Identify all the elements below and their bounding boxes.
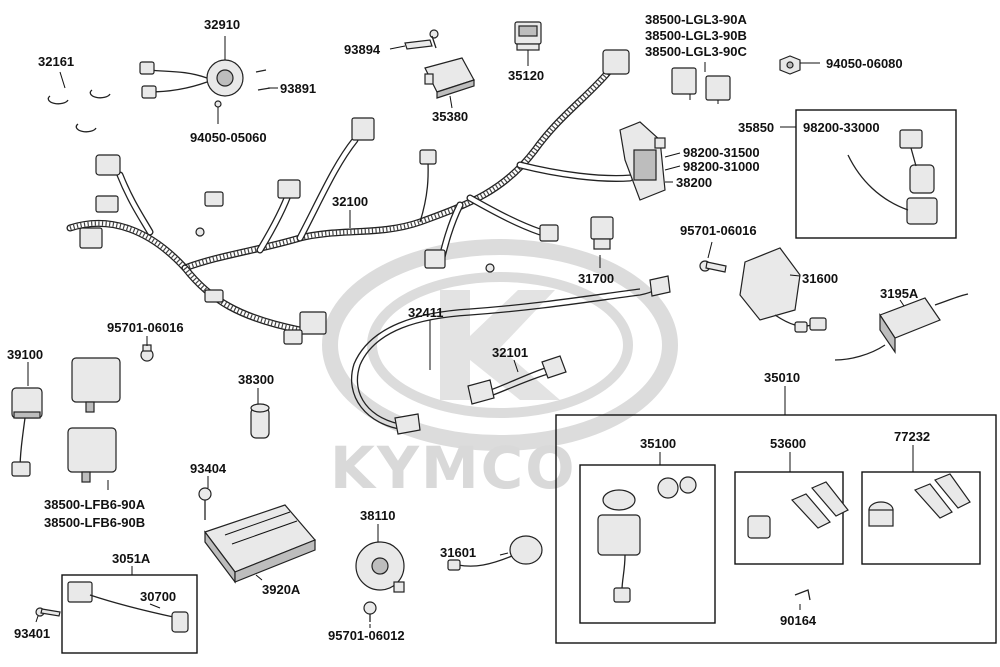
label-93401: 93401 — [14, 626, 50, 641]
regulator-31600 — [739, 247, 827, 333]
ignition-coil-32910 — [139, 59, 244, 99]
bolt-95701-06016-left — [140, 344, 154, 362]
label-94050-06080: 94050-06080 — [826, 56, 903, 71]
watermark-brand: KYMCO — [330, 434, 577, 502]
label-3195a: 3195A — [880, 286, 919, 301]
kymco-watermark: KYMCO — [322, 239, 678, 502]
label-30700: 30700 — [140, 589, 176, 604]
fuse-box-38200 — [619, 121, 666, 201]
battery-cable-32411 — [350, 275, 671, 435]
label-32910: 32910 — [204, 17, 240, 32]
label-3920a: 3920A — [262, 582, 301, 597]
harness-3051a-box — [61, 574, 198, 654]
relay-35380 — [424, 57, 475, 99]
label-95701-06016-right: 95701-06016 — [680, 223, 757, 238]
sensor-38300 — [250, 403, 270, 439]
label-38500-lfb6-90a: 38500-LFB6-90A — [44, 497, 146, 512]
label-31600: 31600 — [802, 271, 838, 286]
pin-90164 — [794, 589, 811, 601]
label-35100: 35100 — [640, 436, 676, 451]
label-90164: 90164 — [780, 613, 817, 628]
bolt-95701-06016-right — [699, 260, 727, 273]
label-95701-06012: 95701-06012 — [328, 628, 405, 643]
label-35120: 35120 — [508, 68, 544, 83]
starter-relay-box-35850 — [795, 109, 957, 239]
nut-94050-06080 — [779, 55, 801, 75]
label-38200: 38200 — [676, 175, 712, 190]
horn-38110 — [355, 541, 405, 593]
bolt-95701-06012 — [363, 601, 377, 622]
label-32411: 32411 — [408, 305, 443, 320]
label-3051a: 3051A — [112, 551, 151, 566]
label-32161: 32161 — [38, 54, 74, 69]
label-77232: 77232 — [894, 429, 930, 444]
label-31601: 31601 — [440, 545, 476, 560]
bolt-93401 — [35, 607, 61, 617]
module-39100 — [11, 387, 43, 477]
unit-3195a — [834, 293, 969, 361]
relay-31700 — [590, 216, 614, 250]
label-35010: 35010 — [764, 370, 800, 385]
label-53600: 53600 — [770, 436, 806, 451]
label-98200-33000: 98200-33000 — [803, 120, 880, 135]
label-93404: 93404 — [190, 461, 227, 476]
main-wiring-harness — [66, 49, 634, 345]
label-38300: 38300 — [238, 372, 274, 387]
lock-set-35010 — [555, 414, 997, 644]
label-38500-lgl3-90a: 38500-LGL3-90A — [645, 12, 747, 27]
label-38500-lgl3-90c: 38500-LGL3-90C — [645, 44, 747, 59]
label-93894: 93894 — [344, 42, 381, 57]
label-32101: 32101 — [492, 345, 528, 360]
label-93891: 93891 — [280, 81, 316, 96]
clips-32161 — [47, 89, 111, 133]
label-38500-lgl3-90b: 38500-LGL3-90B — [645, 28, 747, 43]
label-98200-31500: 98200-31500 — [683, 145, 760, 160]
label-32100: 32100 — [332, 194, 368, 209]
label-31700: 31700 — [578, 271, 614, 286]
label-38500-lfb6-90b: 38500-LFB6-90B — [44, 515, 145, 530]
label-98200-31000: 98200-31000 — [683, 159, 760, 174]
label-39100: 39100 — [7, 347, 43, 362]
label-95701-06016-left: 95701-06016 — [107, 320, 184, 335]
label-38110: 38110 — [360, 508, 395, 523]
label-35380: 35380 — [432, 109, 468, 124]
label-35850: 35850 — [738, 120, 774, 135]
cable-32101 — [467, 355, 567, 405]
relays-38500-lgl3 — [671, 67, 731, 104]
label-94050-05060: 94050-05060 — [190, 130, 267, 145]
switch-35120 — [514, 21, 542, 51]
leader-lines — [27, 36, 914, 628]
part-labels: 32910 32161 93891 94050-05060 93894 3538… — [7, 12, 930, 643]
bolt-93894 — [404, 29, 439, 50]
ecu-3920a — [204, 504, 317, 584]
sensor-31601 — [447, 535, 543, 571]
bolt-93404 — [198, 487, 212, 520]
relays-38500-lfb6 — [67, 357, 121, 483]
